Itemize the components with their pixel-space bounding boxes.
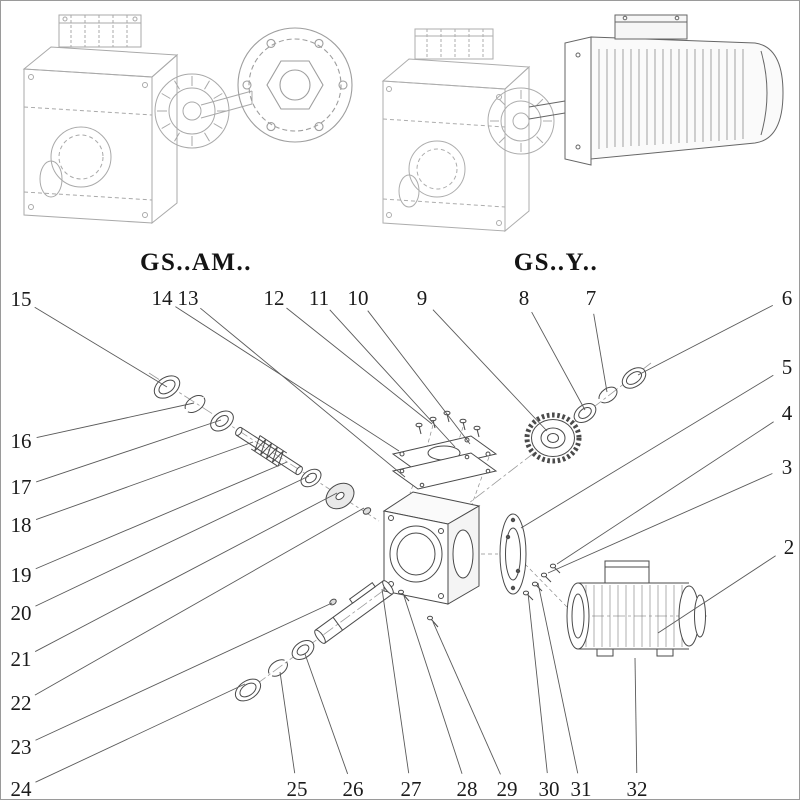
- leader-line-10: [367, 310, 471, 445]
- callout-number-8: 8: [519, 286, 530, 310]
- gearbox-housing-outline: [381, 28, 555, 233]
- leader-line-9: [432, 309, 548, 432]
- callout-number-26: 26: [343, 777, 364, 799]
- callout-number-15: 15: [11, 287, 32, 311]
- leader-line-14: [175, 306, 400, 452]
- leader-line-2: [657, 555, 776, 634]
- callout-number-18: 18: [11, 513, 32, 537]
- motor-cooling-fins: [598, 49, 744, 149]
- part-electric-motor: [566, 560, 706, 657]
- variant-label-gsam: GS..AM..: [140, 249, 252, 276]
- callout-number-23: 23: [11, 735, 32, 759]
- callout-number-6: 6: [782, 286, 793, 310]
- leader-line-21: [34, 492, 338, 652]
- leader-line-5: [520, 374, 774, 529]
- part-plug-pin: [362, 507, 372, 515]
- leader-line-7: [593, 313, 608, 393]
- callout-number-28: 28: [457, 777, 478, 799]
- callout-number-32: 32: [627, 777, 648, 799]
- callout-number-20: 20: [11, 601, 32, 625]
- callout-number-3: 3: [782, 455, 793, 479]
- leader-line-22: [34, 507, 365, 696]
- leader-line-13: [200, 307, 406, 478]
- part-mounting-bolts: [522, 563, 561, 601]
- leader-line-4: [556, 421, 774, 565]
- part-gear-housing: [382, 491, 481, 605]
- callout-number-4: 4: [782, 401, 793, 425]
- part-bearing-output: [291, 639, 315, 661]
- callout-number-2: 2: [784, 535, 795, 559]
- leader-line-6: [637, 304, 773, 376]
- part-bearing-gear: [573, 402, 597, 424]
- callout-number-22: 22: [11, 691, 32, 715]
- part-circlip-gear: [598, 386, 618, 404]
- gearbox-housing-outline: [22, 14, 179, 225]
- callout-number-16: 16: [11, 429, 32, 453]
- callout-number-14: 14: [152, 286, 174, 310]
- leader-line-12: [286, 307, 433, 425]
- part-worm-gear: [524, 412, 582, 464]
- callout-number-21: 21: [11, 647, 32, 671]
- part-oil-seal-output: [234, 678, 262, 702]
- part-cover-gasket: [391, 452, 498, 490]
- leader-line-29: [432, 621, 501, 775]
- gearbox-variant-am-drawing: [22, 14, 353, 225]
- part-output-shaft: [314, 580, 394, 644]
- callout-number-7: 7: [586, 286, 597, 310]
- part-circlip-input: [184, 394, 206, 414]
- callout-number-19: 19: [11, 563, 32, 587]
- part-bearing-input: [210, 410, 234, 432]
- leader-line-3: [547, 473, 773, 574]
- callout-number-9: 9: [417, 286, 428, 310]
- motor-terminal-box: [614, 14, 688, 40]
- part-shim-ring: [621, 367, 647, 389]
- callout-number-11: 11: [309, 286, 329, 310]
- leader-line-8: [531, 311, 586, 411]
- part-shaft-key: [329, 598, 337, 606]
- leader-line-31: [537, 582, 579, 774]
- leader-line-15: [34, 306, 168, 388]
- leader-line-16: [36, 402, 195, 439]
- gearbox-variant-y-drawing: [381, 14, 784, 233]
- part-washer-disc: [325, 482, 355, 510]
- leader-line-27: [381, 588, 410, 774]
- callout-number-17: 17: [11, 475, 32, 499]
- callout-number-31: 31: [571, 777, 592, 799]
- motor-drawing: [528, 14, 784, 166]
- callout-number-29: 29: [497, 777, 518, 799]
- callout-number-27: 27: [401, 777, 422, 799]
- callout-number-13: 13: [178, 286, 199, 310]
- callout-number-10: 10: [348, 286, 369, 310]
- leader-line-19: [35, 461, 288, 570]
- input-shaft-boss: [154, 73, 253, 149]
- leader-line-32: [634, 657, 638, 774]
- part-output-flange: [499, 513, 527, 595]
- leader-line-24: [35, 683, 246, 783]
- callout-number-24: 24: [11, 777, 33, 799]
- leader-line-18: [35, 441, 254, 521]
- part-circlip-output: [268, 659, 288, 677]
- callout-number-30: 30: [539, 777, 560, 799]
- callout-number-12: 12: [264, 286, 285, 310]
- variant-label-gsy: GS..Y..: [513, 249, 599, 276]
- input-flange-adapter: [237, 27, 353, 143]
- leader-line-11: [329, 309, 456, 448]
- leader-line-17: [36, 419, 222, 483]
- part-worm-shaft: [235, 426, 303, 476]
- callout-number-25: 25: [287, 777, 308, 799]
- part-cover-bolts: [415, 410, 481, 438]
- leader-line-28: [403, 595, 463, 774]
- leader-line-26: [304, 653, 349, 775]
- leader-line-25: [279, 671, 296, 774]
- part-small-screws: [398, 589, 439, 628]
- leader-line-20: [35, 475, 310, 607]
- callout-number-5: 5: [782, 355, 793, 379]
- part-bearing-worm: [300, 468, 322, 488]
- leader-line-30: [527, 592, 548, 774]
- leader-line-23: [35, 602, 333, 741]
- part-cover-plate: [391, 435, 498, 473]
